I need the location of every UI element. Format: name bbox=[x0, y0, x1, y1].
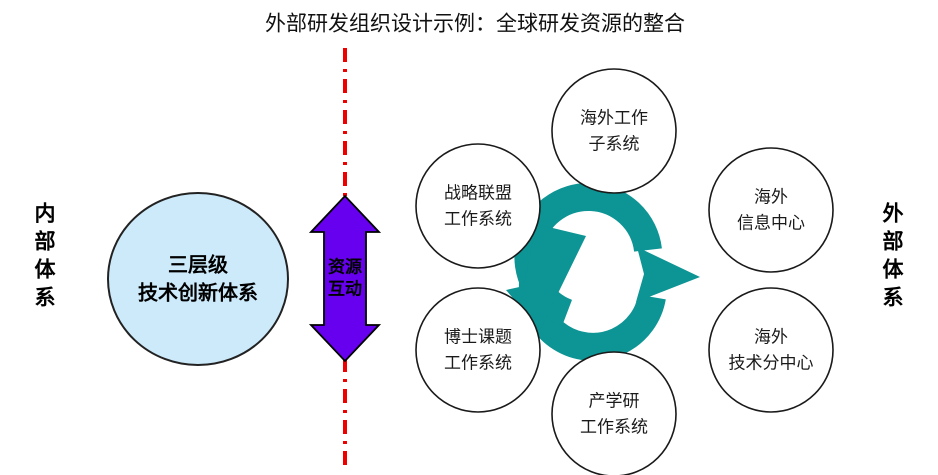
circular-cycle-arrow bbox=[506, 182, 700, 361]
node-circle bbox=[708, 287, 834, 413]
node-label-line2: 工作系统 bbox=[444, 209, 512, 228]
node-label-line2: 信息中心 bbox=[737, 213, 805, 232]
node-circle bbox=[551, 68, 677, 194]
side-label-internal: 内 部 体 系 bbox=[35, 202, 57, 310]
side-label-external: 外 部 体 系 bbox=[883, 202, 905, 310]
node-circle bbox=[415, 287, 541, 413]
node-label-line1: 海外工作 bbox=[580, 108, 648, 127]
resource-exchange-label-line1: 资源 bbox=[328, 256, 362, 276]
node-label-line1: 战略联盟 bbox=[444, 183, 512, 202]
node-overseas-work-subsystem[interactable]: 海外工作 子系统 bbox=[551, 68, 677, 194]
node-label-line1: 产学研 bbox=[589, 391, 640, 410]
page-title: 外部研发组织设计示例：全球研发资源的整合 bbox=[265, 13, 685, 36]
side-label-external-char-2: 部 bbox=[883, 230, 904, 254]
resource-exchange-arrow[interactable]: 资源 互动 bbox=[308, 194, 382, 363]
core-system-node[interactable]: 三层级 技术创新体系 bbox=[107, 192, 289, 366]
side-label-internal-char-3: 体 bbox=[35, 259, 57, 282]
node-circle bbox=[708, 147, 834, 273]
node-label-line2: 子系统 bbox=[589, 134, 640, 153]
node-circle bbox=[415, 143, 541, 269]
node-industry-academia-system[interactable]: 产学研 工作系统 bbox=[551, 351, 677, 475]
side-label-external-char-3: 体 bbox=[883, 259, 905, 282]
cycle-arrowhead-right bbox=[636, 247, 700, 302]
resource-exchange-label-line2: 互动 bbox=[328, 279, 362, 298]
node-circle bbox=[551, 351, 677, 475]
side-label-external-char-1: 外 bbox=[883, 202, 904, 226]
node-label-line2: 工作系统 bbox=[444, 353, 512, 372]
node-doctoral-topic-system[interactable]: 博士课题 工作系统 bbox=[415, 287, 541, 413]
node-label-line1: 海外 bbox=[754, 327, 788, 346]
side-label-internal-char-2: 部 bbox=[35, 230, 56, 254]
node-label-line2: 技术分中心 bbox=[729, 353, 814, 372]
node-overseas-info-center[interactable]: 海外 信息中心 bbox=[708, 147, 834, 273]
core-system-ellipse bbox=[107, 192, 289, 366]
node-label-line2: 工作系统 bbox=[580, 417, 648, 436]
side-label-internal-char-1: 内 bbox=[35, 202, 56, 226]
node-label-line1: 海外 bbox=[754, 187, 788, 206]
core-system-label-line2: 技术创新体系 bbox=[138, 280, 258, 304]
core-system-label-line1: 三层级 bbox=[168, 252, 228, 276]
side-label-internal-char-4: 系 bbox=[35, 287, 56, 310]
cycle-arrowhead-left bbox=[506, 224, 586, 330]
node-label-line1: 博士课题 bbox=[444, 327, 512, 346]
node-strategic-alliance-system[interactable]: 战略联盟 工作系统 bbox=[415, 143, 541, 269]
resource-exchange-arrow-shape bbox=[308, 194, 382, 363]
node-overseas-tech-subcenter[interactable]: 海外 技术分中心 bbox=[708, 287, 834, 413]
side-label-external-char-4: 系 bbox=[883, 287, 904, 310]
